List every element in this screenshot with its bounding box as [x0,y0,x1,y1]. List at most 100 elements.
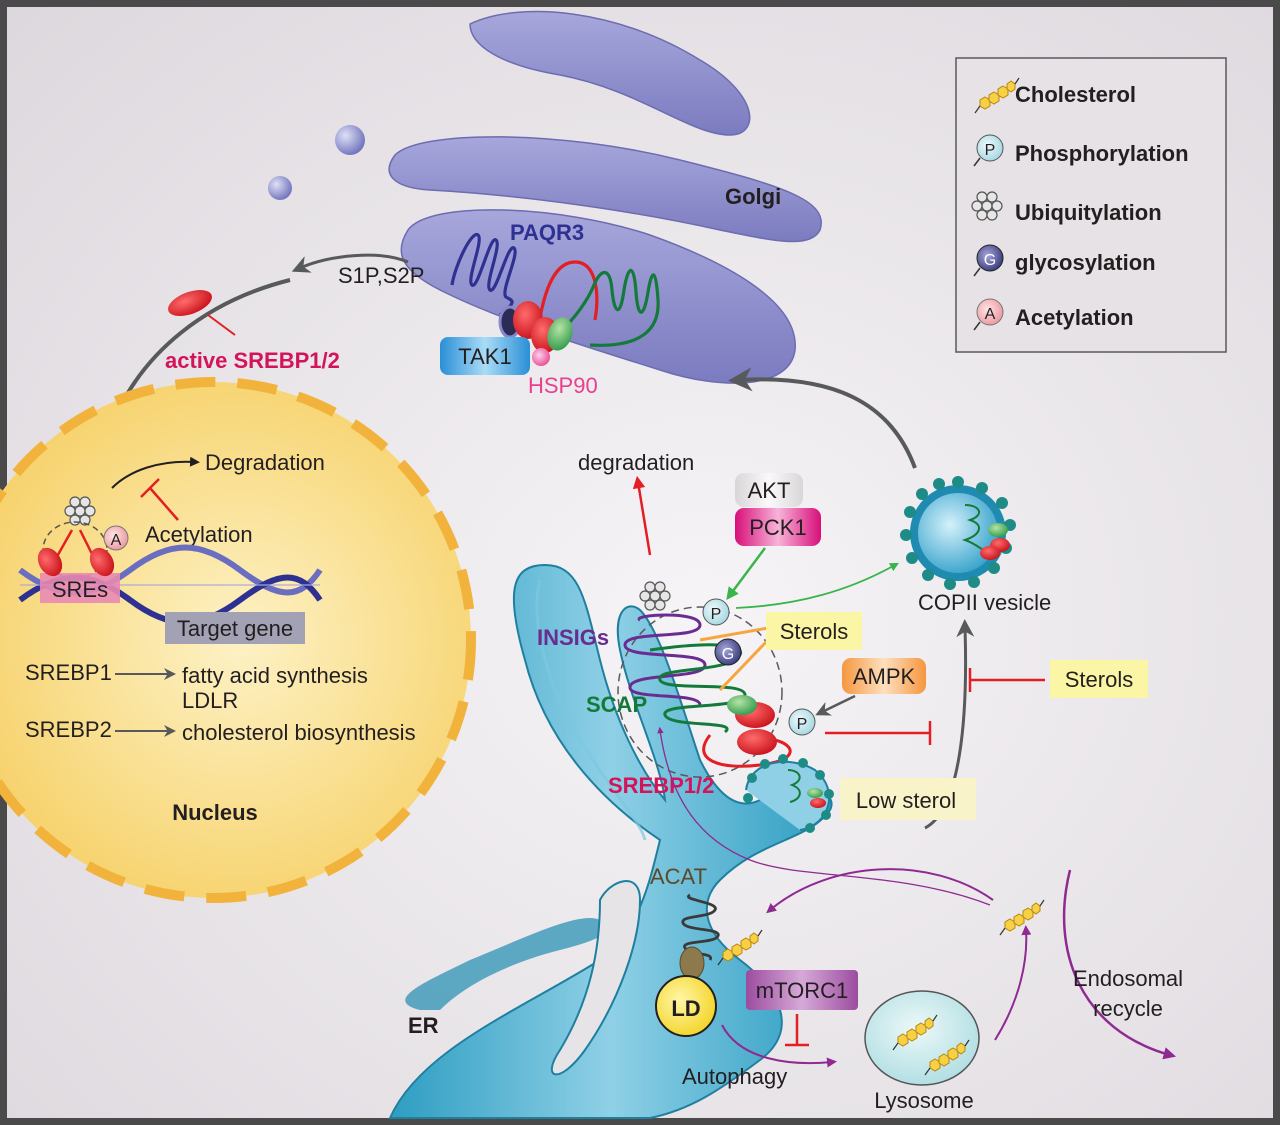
glycosylation-icon [976,244,1004,272]
autophagy-label: Autophagy [682,1064,787,1089]
pck1-box [735,508,821,546]
er-label: ER [408,1013,439,1038]
ampk-inhibition [825,721,932,745]
sterols-scap-line [718,638,770,692]
akt-label: AKT [748,478,791,503]
srebp2-label: SREBP2 [25,717,112,742]
low-sterol-box [840,778,976,820]
akt-box [735,473,803,507]
srebp1-target-2: LDLR [182,688,238,713]
cholesterol-to-er-arrow [766,868,994,914]
lysosome-export-arrow [994,925,1032,1041]
srebp1-label: SREBP1 [25,660,112,685]
er-srebp-label: SREBP1/2 [608,773,714,798]
ld-label: LD [671,996,700,1021]
copii-vesicle [900,476,1016,590]
glycosylation-glyph: G [984,252,996,269]
hsp90-ball [532,348,550,366]
nucleus-degradation-label: Degradation [205,450,325,475]
er-phospho-badge-bottom [788,708,816,736]
hsp90-label: HSP90 [528,373,598,398]
golgi-vesicle-large [335,125,365,155]
endosomal-recycle-arrow [1062,869,1177,1060]
acat-domain [679,946,705,980]
srebp1-target-1: fatty acid synthesis [182,663,368,688]
srebp2-target: cholesterol biosynthesis [182,720,416,745]
sterols-inhibition [968,668,1045,692]
tak1-box [440,337,530,375]
legend-label-4: Acetylation [1015,305,1134,330]
nucleus-label: Nucleus [172,800,258,825]
tak1-label: TAK1 [458,344,511,369]
golgi-scap-helix [558,268,660,347]
mtorc1-inhibition [785,1014,809,1047]
ampk-arrow [815,694,856,716]
er-dashed-complex [617,606,783,778]
lysosome [864,990,980,1086]
insig-helix [623,613,707,706]
acetylation-glyph: A [985,306,996,323]
legend-label-1: Phosphorylation [1015,141,1189,166]
sterols-box-top [766,612,862,650]
acat-label: ACAT [650,864,707,889]
sterols-top-label: Sterols [780,619,848,644]
copii-to-golgi-arrow [728,367,917,469]
ampk-label: AMPK [853,664,916,689]
acetylation-inhibition [140,478,179,521]
nucleus-ubiquitin-chain [64,496,96,526]
pck1-label: PCK1 [749,515,806,540]
copii-green-arrow [735,562,899,609]
cleavage-arrow [291,253,409,273]
s1p-s2p-label: S1P,S2P [338,263,424,288]
er-glyco-badge [714,638,742,666]
insigs-label: INSIGs [537,625,609,650]
er-phospho-glyph-bottom: P [797,716,808,733]
sres-box [40,573,120,603]
acetylation-icon [976,298,1004,326]
nucleus-acetyl-glyph: A [111,532,122,549]
sres-label: SREs [52,577,108,602]
nucleus-acetyl-badge [103,525,129,551]
pck1-arrow [726,547,767,601]
er-degradation-arrow [632,475,652,556]
legend: Cholesterol P Phosphorylation Ubiquityla… [955,57,1227,353]
phosphorylation-icon [976,134,1004,162]
er-phospho-glyph-top: P [711,606,722,623]
golgi-vesicle-small [268,176,292,200]
target-gene-box [165,612,305,644]
nucleus-acetylation-label: Acetylation [145,522,253,547]
paqr3-label: PAQR3 [510,220,584,245]
endoplasmic-reticulum [388,563,833,1119]
srebp-dimer-on-dna [37,529,115,577]
er-ubiquitin-chain [639,581,671,611]
low-sterol-label: Low sterol [856,788,956,813]
legend-label-0: Cholesterol [1015,82,1136,107]
golgi-scap-domain [547,317,573,351]
paqr3-helix [450,233,517,317]
endosomal-label-1: Endosomal [1073,966,1183,991]
golgi-complex [450,233,660,366]
sterols-box-right [1050,660,1148,698]
lipid-droplet [655,975,717,1037]
autophagy-arrow [721,1024,837,1068]
active-srebp-label: active SREBP1/2 [165,348,340,373]
er-phospho-badge-top [702,598,730,626]
legend-label-2: Ubiquitylation [1015,200,1162,225]
degradation-arrow [111,456,200,489]
copii-label: COPII vesicle [918,590,1051,615]
phosphorylation-glyph: P [985,142,996,159]
sterols-right-label: Sterols [1065,667,1133,692]
er-degradation-label: degradation [578,450,694,475]
mtorc1-label: mTORC1 [756,978,849,1003]
ampk-box [842,658,926,694]
endosomal-label-2: recycle [1093,996,1163,1021]
target-gene-label: Target gene [177,616,293,641]
cholesterol-to-scap-arrow [657,726,991,906]
golgi-srebp-loop [538,260,599,321]
mtorc1-box [746,970,858,1010]
golgi-label: Golgi [725,184,781,209]
budding-vesicle [743,754,834,833]
ubiquitylation-icon [971,191,1003,221]
legend-label-3: glycosylation [1015,250,1156,275]
